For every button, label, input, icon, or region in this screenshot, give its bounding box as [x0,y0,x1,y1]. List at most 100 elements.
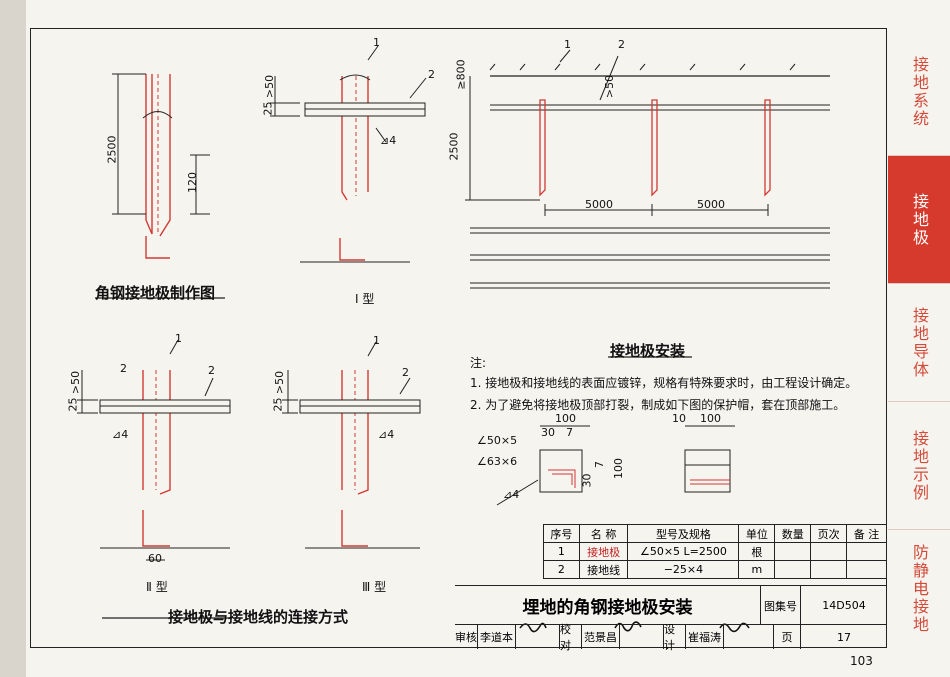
header-cell: 型号及规格 [627,524,740,543]
dim-2500: 2500 [105,135,119,164]
weld-mark-type2: ⊿4 [112,428,129,441]
label-1-install: 1 [564,38,571,51]
title-row: 埋地的角钢接地极安装 图集号 14D504 [455,585,887,625]
dim-25-type1: 25 [261,101,275,116]
table-cell: 1 [543,542,580,561]
dim-25-type2: 25 [66,397,80,412]
table-cell: ∠50×5 L=2500 [627,542,740,561]
table-header-row: 序号 名 称 型号及规格 单位 数量 页次 备 注 [543,524,887,543]
table-cell [846,560,887,579]
label-1-type1: 1 [373,36,380,49]
table-cell [774,542,812,561]
table-cell [810,560,848,579]
header-cell: 数量 [774,524,812,543]
design-label: 设计 [663,623,685,652]
dim-30-cap1-side: 30 [580,473,594,488]
table-cell: −25×4 [627,560,740,579]
header-cell: 序号 [543,524,580,543]
type2-drawing [77,339,232,619]
caption-installation: 接地极安装 [610,342,686,360]
weld-mark-cap: ⊿4 [503,488,520,501]
review-label: 审核 [455,631,477,644]
header-cell: 页次 [810,524,848,543]
signature-row: 审核 李道本 校对 范景昌 设计 崔福涛 页 17 [455,623,887,652]
tab-label: 接地示例 [910,429,929,502]
table-cell: 根 [738,542,776,561]
tab-label: 接地导体 [910,306,929,379]
book-page-number: 103 [850,654,873,668]
page-label: 页 [773,625,800,649]
dim-5000-b: 5000 [697,198,725,211]
designer-signature [723,625,773,649]
table-cell: 2 [543,560,580,579]
spec-table: 序号 名 称 型号及规格 单位 数量 页次 备 注 1 接地极 ∠50×5 L=… [543,524,887,579]
label-2b-type2: 2 [208,364,215,377]
table-cell [774,560,812,579]
checker-name: 范景昌 [581,625,619,649]
section-tabs: 接地系统 接地极 接地导体 接地示例 防静电接地 [888,28,950,648]
caption-fabrication: 角钢接地极制作图 [95,284,216,302]
tab-grounding-examples[interactable]: 接地示例 [888,402,950,530]
angle-large: ∠63×6 [477,455,518,468]
dim-25-type3: 25 [271,397,285,412]
tab-grounding-system[interactable]: 接地系统 [888,28,950,156]
reviewer-signature [515,625,559,649]
tab-antistatic-grounding[interactable]: 防静电接地 [888,530,950,648]
installation-drawing [465,49,830,358]
table-cell [810,542,848,561]
dim-100-cap2: 100 [700,412,721,425]
book-binding-edge [0,0,26,677]
note-2: 2. 为了避免将接地极顶部打裂，制成如下图的保护帽，套在顶部施工。 [470,398,846,412]
atlas-label: 图集号 [760,586,800,625]
weld-mark-type1: ⊿4 [380,134,397,147]
dim-30-cap1: 30 [541,426,555,439]
dim-50-type3: >50 [273,370,287,395]
tab-grounding-conductor[interactable]: 接地导体 [888,284,950,402]
atlas-number: 14D504 [800,586,887,625]
header-cell: 备 注 [846,524,887,543]
dim-50-install: >50 [603,74,617,99]
header-cell: 单位 [738,524,776,543]
title-block: 埋地的角钢接地极安装 图集号 14D504 审核 李道本 校对 范景昌 设计 崔… [455,585,887,652]
caption-type1: Ⅰ 型 [355,292,375,306]
tab-label: 接地系统 [910,55,929,128]
check-label: 校对 [559,623,581,652]
dim-10-cap2: 10 [672,412,686,425]
type3-drawing [282,341,421,549]
label-2-type3: 2 [402,366,409,379]
dim-7-cap1: 7 [566,426,573,439]
label-1-type2: 1 [175,332,182,345]
label-2-install: 2 [618,38,625,51]
dim-100-cap1-side: 100 [612,458,625,479]
dim-800: ≥800 [454,59,468,90]
dim-100-cap1: 100 [555,412,576,425]
table-cell [846,542,887,561]
caption-type3: Ⅲ 型 [362,580,387,594]
note-1: 1. 接地极和接地线的表面应镀锌，规格有特殊要求时，由工程设计确定。 [470,376,858,390]
header-cell: 名 称 [578,524,629,543]
label-2a-type2: 2 [120,362,127,375]
cap-drawings [496,425,735,506]
caption-type2: Ⅱ 型 [146,580,168,594]
drawing-frame [30,28,887,648]
caption-connection: 接地极与接地线的连接方式 [168,608,349,626]
tab-grounding-electrode[interactable]: 接地极 [888,156,950,284]
weld-mark-type3: ⊿4 [378,428,395,441]
notes-heading: 注: [470,356,487,370]
dim-120: 120 [186,172,199,193]
label-1-type3: 1 [373,334,380,347]
dim-50-type2: >50 [69,370,83,395]
page-number: 17 [800,625,887,649]
angle-small: ∠50×5 [477,434,518,447]
table-row: 2 接地线 −25×4 m [543,560,887,579]
type1-drawing [270,45,427,263]
table-cell: 接地极 [578,542,629,561]
table-cell: 接地线 [578,560,629,579]
tab-label: 接地极 [910,192,929,247]
checker-signature [619,625,663,649]
reviewer-name: 李道本 [477,625,515,649]
dim-5000-a: 5000 [585,198,613,211]
dim-7-cap1-side: 7 [593,461,606,468]
